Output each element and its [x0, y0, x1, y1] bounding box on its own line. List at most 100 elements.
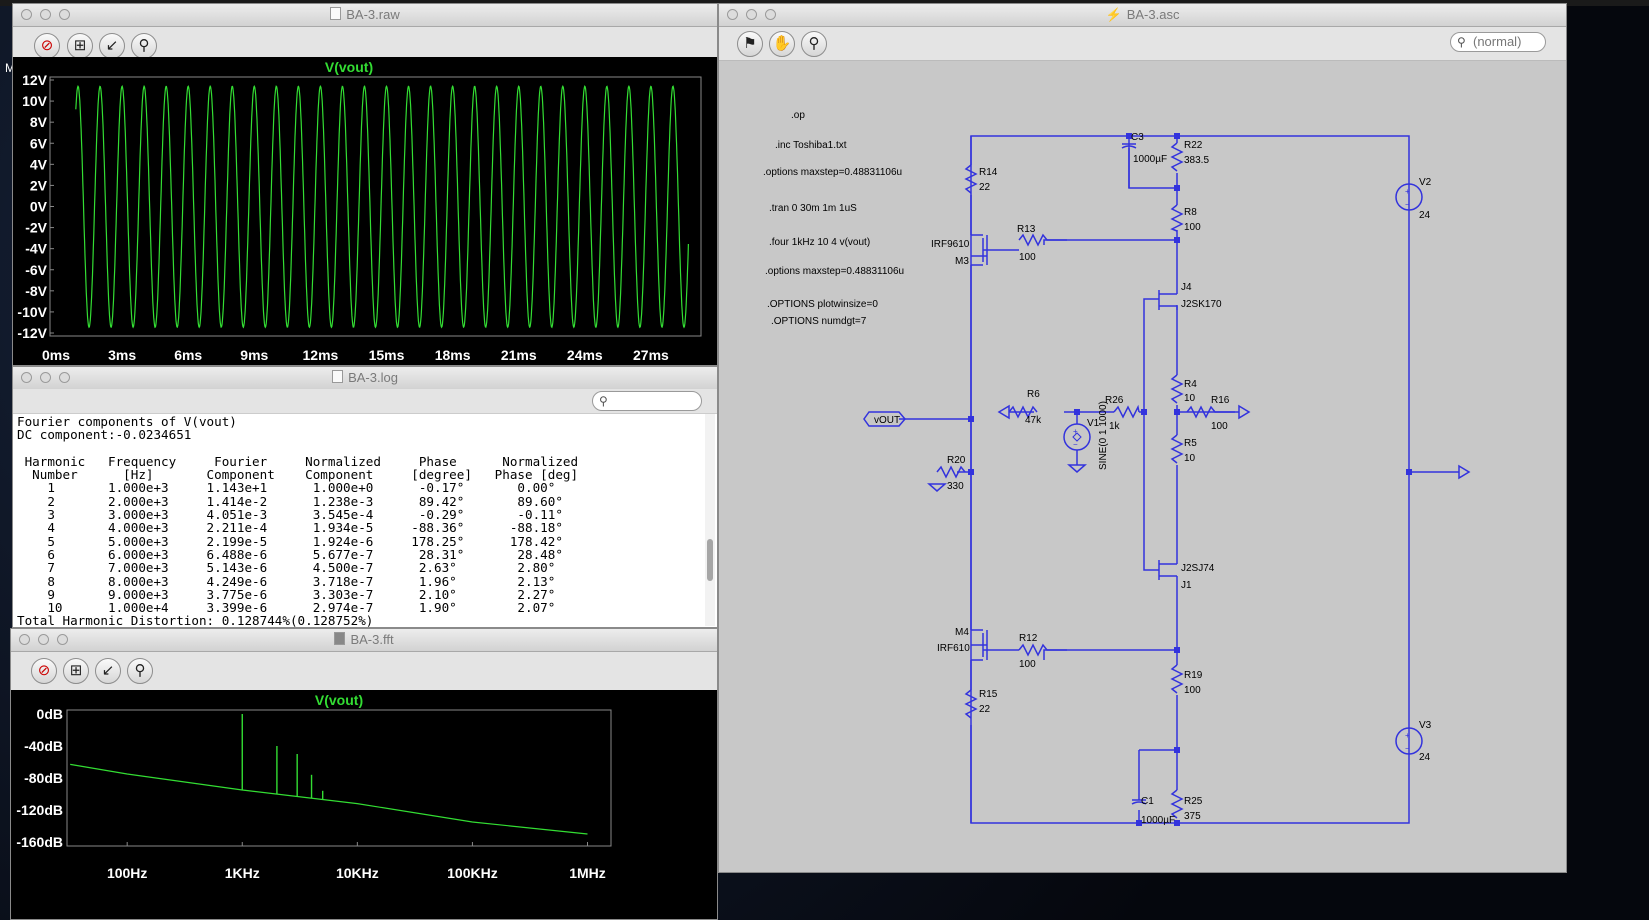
autorange-icon[interactable]: ⊞	[67, 33, 93, 59]
log-search-input[interactable]: ⚲	[592, 391, 702, 411]
spice-directive[interactable]: .OPTIONS numdgt=7	[771, 316, 867, 327]
vout-net-label[interactable]: vOUT	[874, 415, 900, 426]
component-ref-v3[interactable]: V3	[1419, 720, 1432, 731]
close-button[interactable]	[21, 9, 32, 20]
component-value-v3[interactable]: 24	[1419, 752, 1431, 763]
component-value-m4[interactable]: IRF610	[937, 643, 970, 654]
component-value-j1[interactable]: J1	[1181, 580, 1192, 591]
component-value-j4[interactable]: J2SK170	[1181, 299, 1222, 310]
component-ref-r19[interactable]: R19	[1184, 670, 1203, 681]
close-button[interactable]	[19, 634, 30, 645]
search-icon: ⚲	[599, 394, 608, 408]
spice-directive[interactable]: .options maxstep=0.48831106u	[765, 266, 904, 277]
component-ref-c1[interactable]: C1	[1141, 796, 1154, 807]
component-value-r14[interactable]: 22	[979, 182, 991, 193]
raw-waveform-chart[interactable]: V(vout) 12V10V8V6V4V2V0V-2V-4V-6V-8V-10V…	[13, 57, 717, 365]
component-value-v1[interactable]: SINE(0 1 1000)	[1098, 401, 1109, 470]
component-ref-m3[interactable]: IRF9610	[931, 239, 970, 250]
spice-directive[interactable]: .inc Toshiba1.txt	[775, 140, 847, 151]
minimize-button[interactable]	[40, 9, 51, 20]
component-value-r20[interactable]: 330	[947, 481, 964, 492]
component-value-r22[interactable]: 383.5	[1184, 155, 1209, 166]
zoom-cancel-icon[interactable]: ⊘	[31, 658, 57, 684]
schematic-toolbar: ⚑ ✋ ⚲ ⚲(normal)	[719, 27, 1566, 61]
component-value-r4[interactable]: 10	[1184, 393, 1196, 404]
schematic-search-input[interactable]: ⚲(normal)	[1450, 32, 1546, 52]
component-value-r25[interactable]: 375	[1184, 811, 1201, 822]
component-value-v2[interactable]: 24	[1419, 210, 1431, 221]
y-tick-label: 2V	[30, 177, 48, 193]
component-value-r19[interactable]: 100	[1184, 685, 1201, 696]
probe-icon[interactable]: ⚲	[801, 31, 827, 57]
zoom-button[interactable]	[59, 372, 70, 383]
schematic-canvas[interactable]: .op .inc Toshiba1.txt .options maxstep=0.4…	[719, 60, 1567, 873]
pan-hand-icon[interactable]: ✋	[769, 31, 795, 57]
schematic-titlebar[interactable]: ⚡BA-3.asc	[719, 4, 1566, 27]
component-ref-j1[interactable]: J2SJ74	[1181, 563, 1215, 574]
component-ref-r20[interactable]: R20	[947, 455, 966, 466]
fft-titlebar[interactable]: BA-3.fft	[11, 629, 717, 652]
component-value-r15[interactable]: 22	[979, 704, 991, 715]
component-ref-c3[interactable]: C3	[1131, 132, 1144, 143]
component-value-r5[interactable]: 10	[1184, 453, 1196, 464]
spice-directive[interactable]: .options maxstep=0.48831106u	[763, 167, 902, 178]
component-value-r8[interactable]: 100	[1184, 222, 1201, 233]
zoom-back-icon[interactable]: ↙	[99, 33, 125, 59]
probe-icon[interactable]: ⚲	[131, 33, 157, 59]
close-button[interactable]	[727, 9, 738, 20]
run-icon[interactable]: ⚑	[737, 31, 763, 57]
component-value-r6[interactable]: 47k	[1025, 415, 1042, 426]
y-tick-label: -8V	[25, 283, 47, 299]
spice-directive[interactable]: .op	[791, 110, 805, 121]
probe-icon[interactable]: ⚲	[127, 658, 153, 684]
zoom-button[interactable]	[59, 9, 70, 20]
minimize-button[interactable]	[746, 9, 757, 20]
component-ref-m4[interactable]: M4	[955, 627, 969, 638]
component-ref-r26[interactable]: R26	[1105, 395, 1124, 406]
spice-directive[interactable]: .OPTIONS plotwinsize=0	[767, 299, 878, 310]
component-ref-v2[interactable]: V2	[1419, 177, 1432, 188]
zoom-back-icon[interactable]: ↙	[95, 658, 121, 684]
component-ref-v1[interactable]: V1	[1087, 418, 1100, 429]
component-value-r13[interactable]: 100	[1019, 252, 1036, 263]
raw-window-title: BA-3.raw	[346, 7, 400, 22]
component-ref-r15[interactable]: R15	[979, 689, 998, 700]
fft-window-title: BA-3.fft	[350, 632, 394, 647]
component-value-r16[interactable]: 100	[1211, 421, 1228, 432]
component-ref-r22[interactable]: R22	[1184, 140, 1203, 151]
autorange-icon[interactable]: ⊞	[63, 658, 89, 684]
component-value-r12[interactable]: 100	[1019, 659, 1036, 670]
zoom-cancel-icon[interactable]: ⊘	[34, 33, 60, 59]
component-ref-j4[interactable]: J4	[1181, 282, 1192, 293]
component-ref-r25[interactable]: R25	[1184, 796, 1203, 807]
component-ref-r4[interactable]: R4	[1184, 379, 1197, 390]
component-ref-r13[interactable]: R13	[1017, 224, 1036, 235]
component-value-r26[interactable]: 1k	[1109, 421, 1121, 432]
zoom-button[interactable]	[57, 634, 68, 645]
log-scroll-thumb[interactable]	[707, 539, 713, 581]
zoom-button[interactable]	[765, 9, 776, 20]
minimize-button[interactable]	[38, 634, 49, 645]
log-titlebar[interactable]: BA-3.log	[13, 367, 717, 390]
spice-directive[interactable]: .tran 0 30m 1m 1uS	[769, 203, 857, 214]
component-ref-r12[interactable]: R12	[1019, 633, 1038, 644]
raw-titlebar[interactable]: BA-3.raw	[13, 4, 717, 27]
log-scrollbar[interactable]	[705, 414, 715, 626]
component-value-c3[interactable]: 1000µF	[1133, 154, 1167, 165]
y-tick-label: 6V	[30, 135, 48, 151]
component-value-c1[interactable]: 1000µF	[1141, 815, 1175, 826]
component-ref-r5[interactable]: R5	[1184, 438, 1197, 449]
component-ref-r8[interactable]: R8	[1184, 207, 1197, 218]
capacitors	[1121, 143, 1147, 805]
svg-text:+: +	[1405, 731, 1410, 740]
minimize-button[interactable]	[40, 372, 51, 383]
component-ref-r6[interactable]: R6	[1027, 389, 1040, 400]
component-ref-r16[interactable]: R16	[1211, 395, 1230, 406]
component-value-m3[interactable]: M3	[955, 256, 969, 267]
spice-directive[interactable]: .four 1kHz 10 4 v(vout)	[769, 237, 870, 248]
close-button[interactable]	[21, 372, 32, 383]
component-ref-r14[interactable]: R14	[979, 167, 998, 178]
